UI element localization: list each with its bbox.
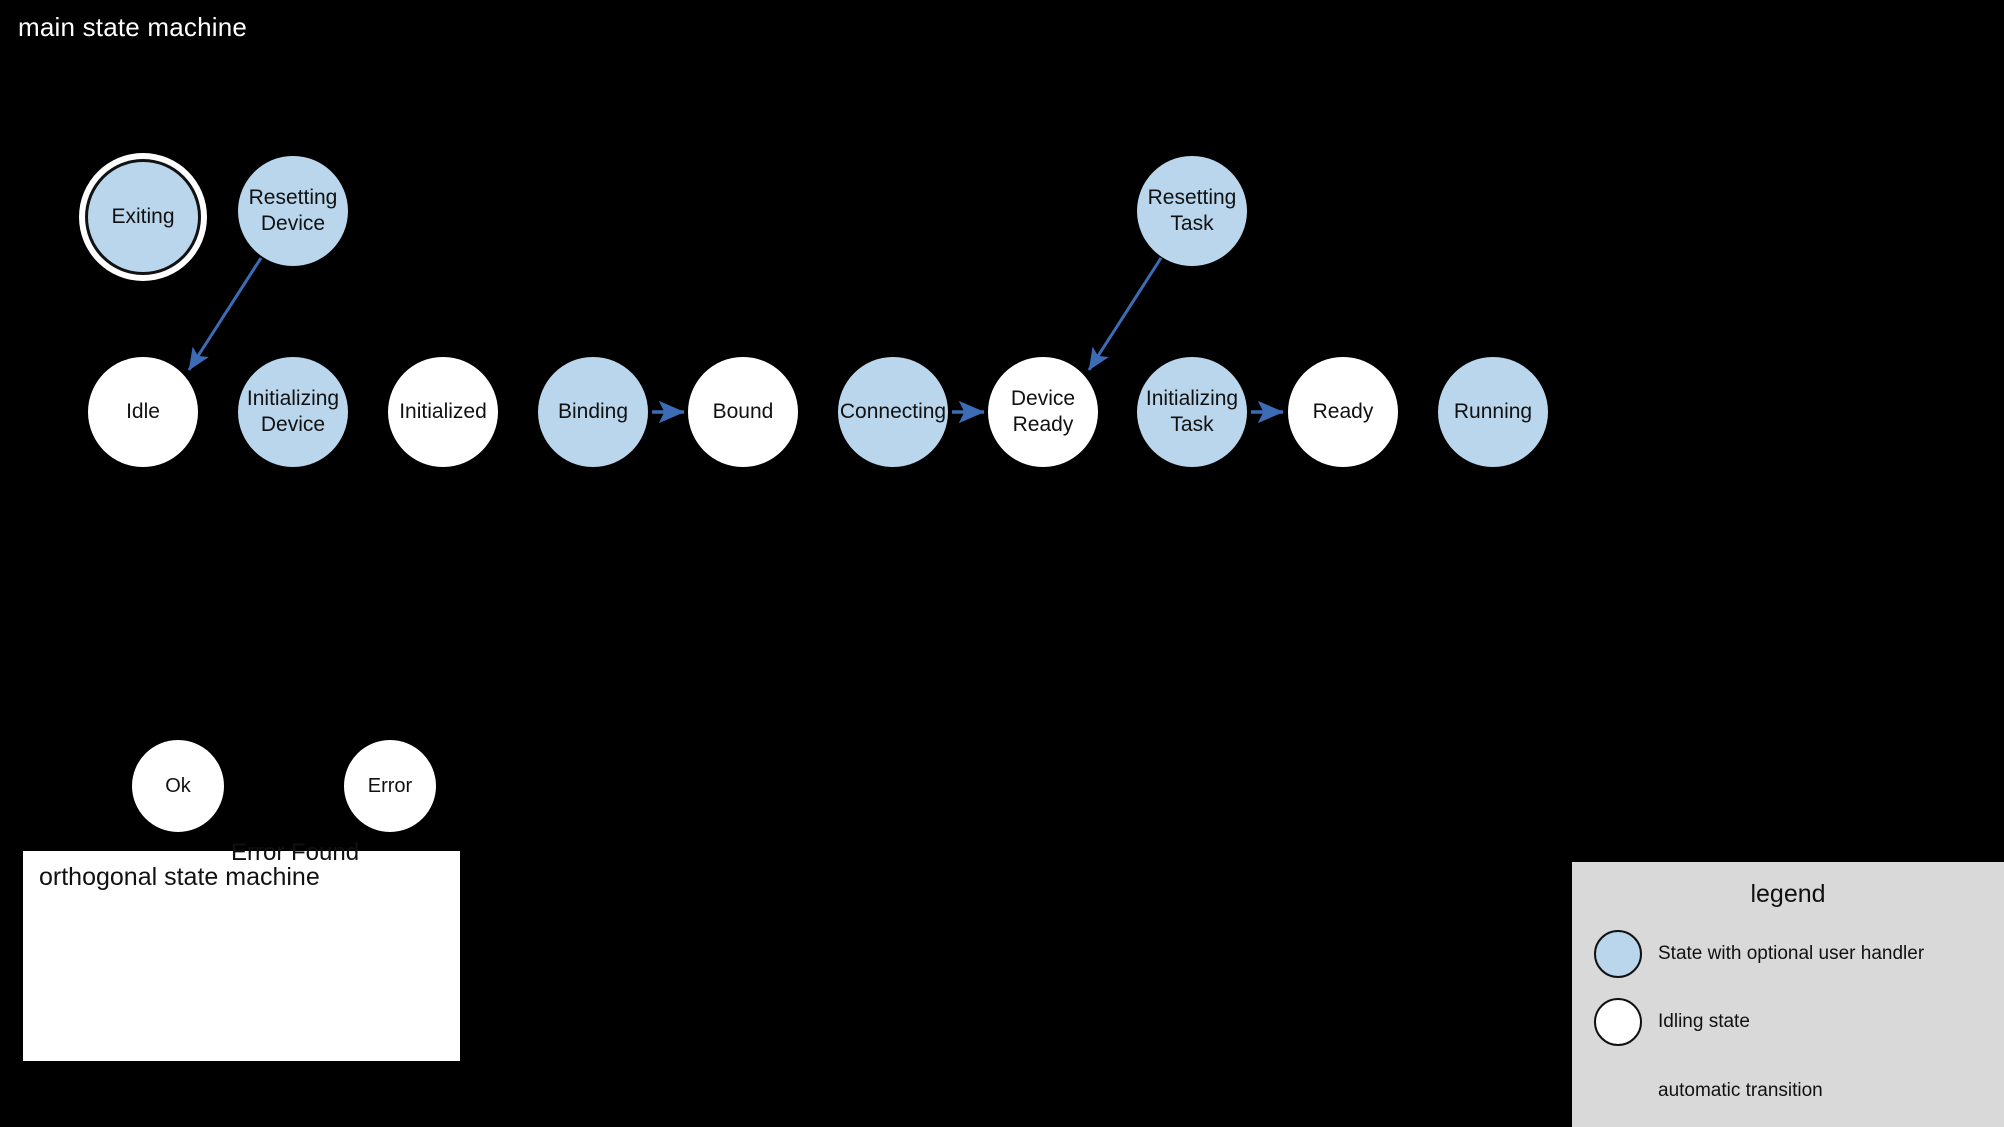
legend-arrow-left-icon [1594,1067,1642,1115]
state-label-binding: Binding [557,400,629,424]
initial-state-dot-icon [40,772,70,802]
orthogonal-state-machine-panel: orthogonal state machine Ok Error Error … [20,738,463,1064]
state-label-idle: Idle [126,400,160,424]
legend-item-automatic-transition: automatic transition [1594,1067,1823,1115]
state-label-initialized: Initialized [399,400,487,424]
legend-idling-state-circle-icon [1594,998,1642,1046]
state-node-initialized[interactable]: Initialized [388,357,498,467]
orthogonal-panel-title: orthogonal state machine [39,863,320,891]
ortho-state-node-error[interactable]: Error [342,738,438,834]
ortho-state-label-ok: Ok [165,774,191,797]
transition-resetting-device-to-idle [187,257,263,371]
state-node-bound[interactable]: Bound [688,357,798,467]
state-label-running: Running [1453,400,1533,424]
legend-item-handler-state: State with optional user handler [1594,930,1924,978]
ortho-state-label-error: Error [367,774,413,797]
legend-item-idling-state: Idling state [1594,998,1750,1046]
ortho-state-node-ok[interactable]: Ok [130,738,226,834]
state-node-exiting[interactable]: Exiting [88,162,198,272]
state-label-ready: Ready [1312,400,1374,424]
legend-handler-state-circle-icon [1594,930,1642,978]
legend-title: legend [1750,880,1826,908]
state-node-running[interactable]: Running [1438,357,1548,467]
state-label-bound: Bound [712,400,774,424]
transition-resetting-task-to-device-ready [1087,257,1163,371]
legend-label-automatic-transition: automatic transition [1658,1080,1823,1101]
legend-panel: legend State with optional user handler … [1572,862,2004,1127]
state-node-idle[interactable]: Idle [88,357,198,467]
ortho-transition-label-error-found: Error Found [231,839,360,866]
state-node-binding[interactable]: Binding [538,357,648,467]
legend-label-idling-state: Idling state [1658,1011,1750,1032]
state-node-ready[interactable]: Ready [1288,357,1398,467]
state-label-connecting: Connecting [839,400,947,424]
legend-label-handler-state: State with optional user handler [1658,943,1925,964]
state-label-exiting: Exiting [111,205,175,229]
state-node-connecting[interactable]: Connecting [838,357,948,467]
page-title: main state machine [18,12,248,42]
